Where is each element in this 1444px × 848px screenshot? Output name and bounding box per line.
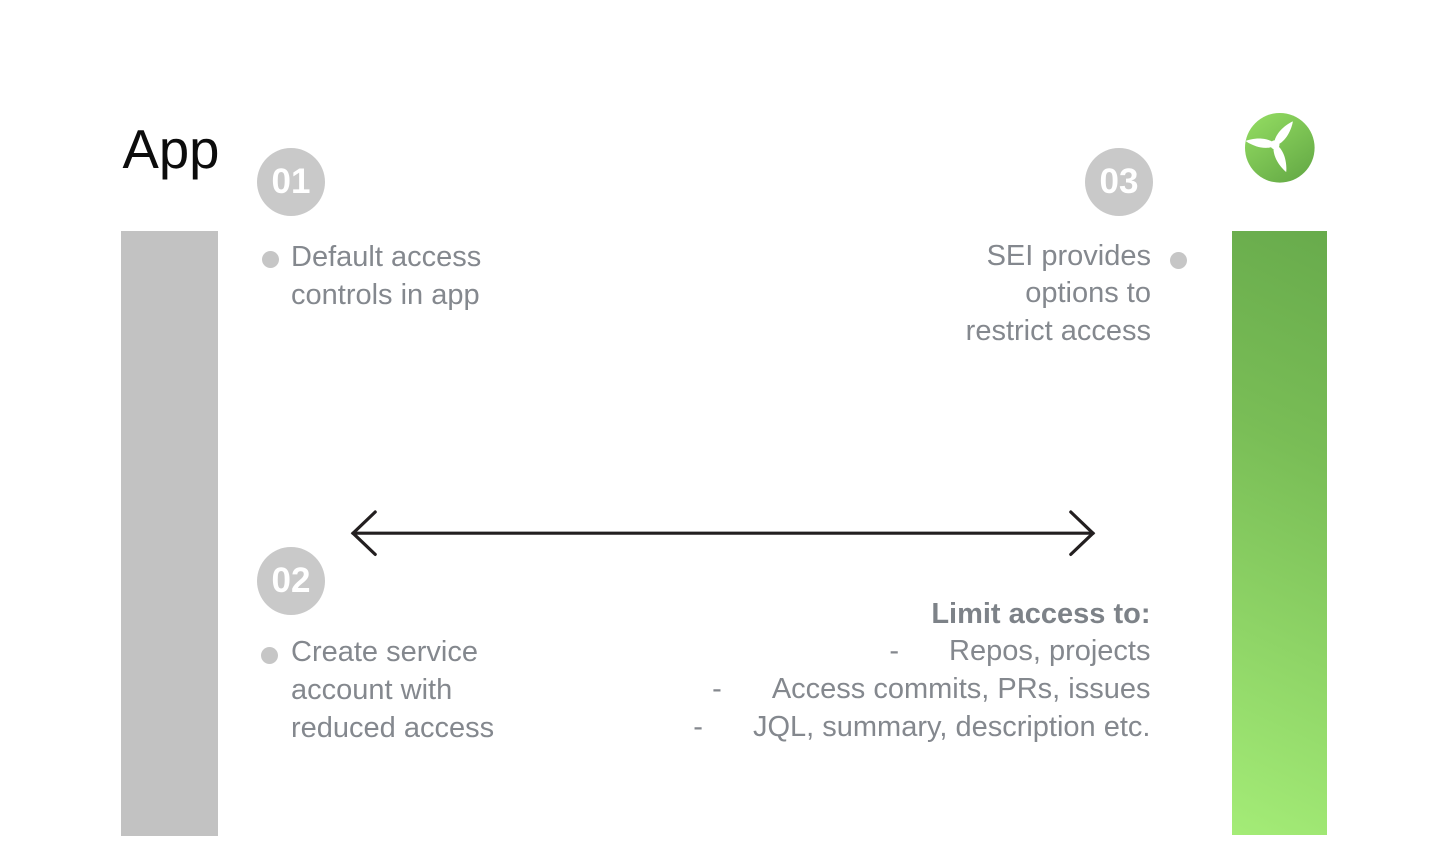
dash-bullet: - bbox=[889, 635, 899, 668]
bullet-dot-icon bbox=[1169, 252, 1187, 269]
step-number-label: 03 bbox=[1099, 162, 1139, 201]
step-number-badge-01: 01 bbox=[257, 148, 325, 216]
step-text-line: Default access bbox=[291, 240, 482, 273]
step-text-line: options to bbox=[1025, 277, 1151, 310]
step-text-line: restrict access bbox=[965, 315, 1151, 347]
limit-list-item: - Access commits, PRs, issues bbox=[600, 671, 1151, 709]
dash-bullet: - bbox=[693, 710, 703, 743]
bullet-dot-icon bbox=[260, 646, 278, 664]
page-title: App bbox=[122, 119, 220, 180]
step-text-service-account: Create service account with reduced acce… bbox=[291, 634, 494, 747]
limit-item-text: Access commits, PRs, issues bbox=[771, 673, 1151, 706]
limit-list-item: - Repos, projects bbox=[600, 633, 1151, 671]
step-text-line: reduced access bbox=[291, 711, 495, 744]
limit-list-item: - JQL, summary, description etc. bbox=[600, 709, 1151, 747]
step-number-badge-03: 03 bbox=[1085, 148, 1153, 216]
wind-turbine-logo-icon bbox=[1245, 113, 1315, 183]
limit-item-text: Repos, projects bbox=[949, 635, 1151, 668]
limit-access-list: Limit access to: - Repos, projects - Acc… bbox=[600, 596, 1151, 747]
dash-bullet: - bbox=[712, 673, 722, 706]
bullet-dot-icon bbox=[261, 250, 279, 268]
limit-access-heading: Limit access to: bbox=[931, 597, 1151, 630]
step-text-line: controls in app bbox=[291, 278, 480, 311]
left-gray-bar bbox=[121, 231, 218, 836]
step-number-label: 02 bbox=[271, 561, 311, 600]
step-number-label: 01 bbox=[271, 162, 311, 201]
limit-item-text: JQL, summary, description etc. bbox=[752, 710, 1151, 743]
right-green-bar bbox=[1232, 231, 1327, 835]
step-text-line: Create service bbox=[291, 636, 478, 669]
step-text-sei-options: SEI provides options to restrict access bbox=[901, 238, 1151, 351]
double-headed-arrow bbox=[350, 510, 1096, 556]
step-text-default-access: Default access controls in app bbox=[291, 239, 481, 314]
step-text-line: SEI provides bbox=[986, 239, 1151, 272]
step-number-badge-02: 02 bbox=[257, 547, 325, 615]
step-text-line: account with bbox=[291, 673, 453, 706]
